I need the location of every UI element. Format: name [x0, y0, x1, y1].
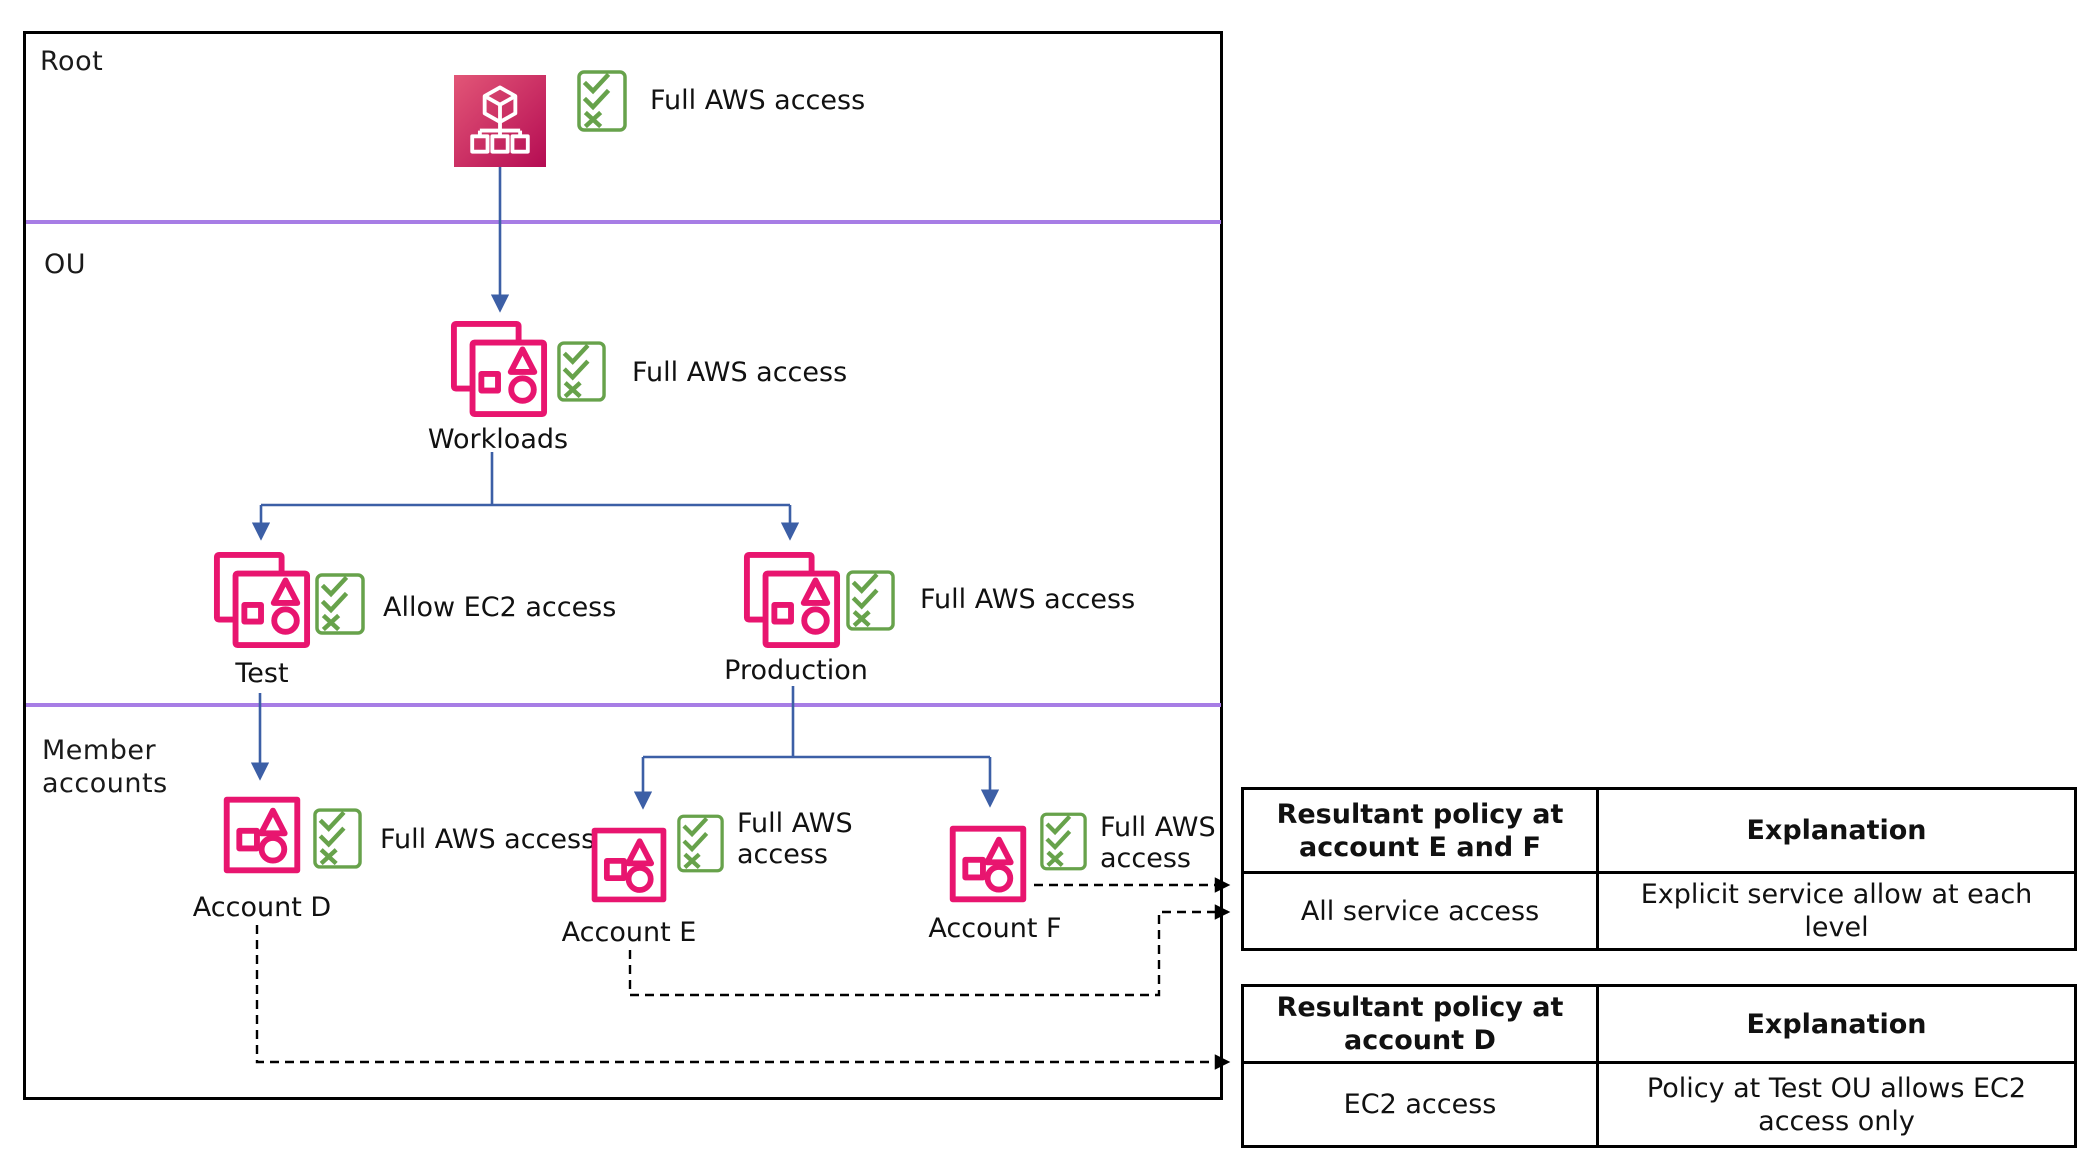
test-policy-label: Allow EC2 access — [383, 592, 617, 623]
section-label-ou: OU — [44, 249, 87, 280]
test-policy-checklist-icon — [315, 573, 365, 635]
workloads-policy-label: Full AWS access — [632, 357, 848, 388]
section-label-member-accounts: Member accounts — [42, 735, 168, 799]
organization-boundary-box — [23, 31, 1223, 1100]
root-policy-label: Full AWS access — [650, 85, 866, 116]
table-row: All service access Explicit service allo… — [1241, 871, 2077, 951]
account-d-policy-checklist-icon — [313, 808, 362, 869]
table-ef-header-explanation: Explanation — [1596, 787, 2077, 874]
workloads-name-label: Workloads — [427, 424, 569, 455]
test-name-label: Test — [235, 658, 289, 689]
table-ef-header-policy: Resultant policy at account E and F — [1241, 787, 1599, 874]
table-ef-cell-policy: All service access — [1241, 871, 1599, 951]
account-e-icon — [588, 824, 670, 906]
account-e-policy-checklist-icon — [677, 814, 724, 873]
table-row: EC2 access Policy at Test OU allows EC2 … — [1241, 1061, 2077, 1148]
account-d-policy-label: Full AWS access — [380, 824, 596, 855]
account-f-name-label: Account F — [928, 913, 1062, 944]
account-e-policy-label: Full AWS access — [737, 808, 853, 870]
production-name-label: Production — [724, 655, 868, 686]
account-d-icon — [220, 793, 304, 877]
workloads-ou-icon — [450, 320, 548, 418]
resultant-policy-table-e-f: Resultant policy at account E and F Expl… — [1241, 787, 2077, 951]
table-ef-cell-explanation: Explicit service allow at each level — [1596, 871, 2077, 951]
production-policy-label: Full AWS access — [920, 584, 1136, 615]
table-d-header-explanation: Explanation — [1596, 984, 2077, 1064]
test-ou-icon — [213, 551, 311, 649]
account-f-policy-checklist-icon — [1040, 812, 1087, 871]
account-e-name-label: Account E — [561, 917, 697, 948]
section-label-root: Root — [40, 46, 104, 77]
root-policy-checklist-icon — [577, 70, 627, 132]
account-f-policy-label: Full AWS access — [1100, 812, 1216, 874]
workloads-policy-checklist-icon — [557, 341, 606, 402]
table-d-cell-policy: EC2 access — [1241, 1061, 1599, 1148]
table-d-cell-explanation: Policy at Test OU allows EC2 access only — [1596, 1061, 2077, 1148]
table-d-header-policy: Resultant policy at account D — [1241, 984, 1599, 1064]
organizations-root-icon — [454, 75, 546, 167]
production-policy-checklist-icon — [846, 570, 895, 631]
account-f-icon — [946, 822, 1030, 906]
account-d-name-label: Account D — [192, 892, 332, 923]
production-ou-icon — [743, 551, 841, 649]
resultant-policy-table-d: Resultant policy at account D Explanatio… — [1241, 984, 2077, 1148]
